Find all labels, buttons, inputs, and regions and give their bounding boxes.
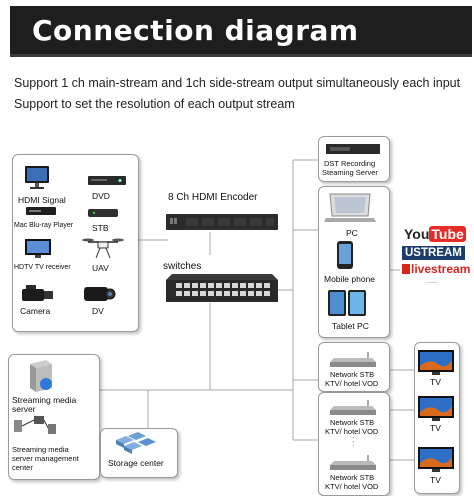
monitor-icon [25, 166, 49, 189]
label-mgmt-2: server management [12, 454, 79, 463]
tv-icon [418, 447, 454, 472]
label-streaming-server-2: server [12, 404, 36, 414]
tv-icon [418, 350, 454, 375]
streaming-server-panel [8, 354, 100, 480]
stb-ellipsis: ··· [352, 433, 355, 450]
page-title: Connection diagram [32, 14, 359, 47]
label-mgmt-3: center [12, 463, 33, 472]
mobile-phone-icon [337, 241, 353, 269]
label-uav: UAV [92, 263, 109, 273]
storage-cluster-icon [116, 432, 156, 454]
tv-receiver-icon [25, 239, 51, 258]
management-center-icon [14, 416, 56, 434]
network-stb-icon [330, 455, 376, 470]
label-switches: switches [163, 261, 202, 272]
tablet-icon [328, 290, 366, 316]
dv-camcorder-icon [84, 287, 116, 301]
youtube-you: You [404, 226, 430, 242]
stb-3-line2: KTV/ hotel VOD [325, 482, 379, 491]
tv-label-1: TV [430, 377, 441, 387]
laptop-icon [324, 193, 376, 222]
label-tablet-pc: Tablet PC [332, 321, 369, 331]
network-switch-device [166, 274, 278, 302]
camera-icon [22, 285, 53, 301]
hdmi-encoder-device [166, 214, 278, 230]
stb-3-line1: Network STB [330, 473, 375, 482]
title-bar: Connection diagram [10, 6, 472, 57]
drone-icon [82, 238, 124, 259]
server-tower-icon [30, 360, 52, 392]
label-storage-center: Storage center [108, 458, 164, 468]
tv-icon [418, 396, 454, 421]
label-bluray: Mac Blu-ray Player [14, 222, 74, 229]
label-camera: Camera [20, 306, 51, 316]
network-stb-icon [330, 400, 376, 415]
recording-server-icon [326, 144, 380, 154]
label-streaming-server-1: Streaming media [12, 395, 77, 405]
stb-1-line1: Network STB [330, 370, 375, 379]
bluray-player-icon [26, 207, 56, 215]
dst-server-panel [318, 136, 390, 182]
youtube-tube: Tube [429, 226, 466, 242]
feature-line-2: Support to set the resolution of each ou… [14, 97, 295, 111]
dvd-player-icon [88, 176, 126, 185]
stb-2-line2: KTV/ hotel VOD [325, 427, 379, 436]
more-services: ...... [426, 278, 438, 285]
network-stb-icon [330, 352, 376, 367]
label-encoder: 8 Ch HDMI Encoder [168, 192, 258, 203]
label-hdmi-signal: HDMI Signal [18, 195, 66, 205]
label-hdtv-receiver: HDTV TV receiver [14, 264, 71, 271]
label-pc: PC [346, 228, 358, 238]
tv-label-2: TV [430, 423, 441, 433]
stb-icon [88, 209, 118, 217]
tv-label-3: TV [430, 475, 441, 485]
label-stb: STB [92, 223, 109, 233]
label-dst-line1: DST Recording [324, 159, 376, 168]
stb-2-line1: Network STB [330, 418, 375, 427]
livestream-icon [402, 264, 410, 274]
stb-1-line2: KTV/ hotel VOD [325, 379, 379, 388]
label-dst-line2: Steaming Server [322, 168, 378, 177]
livestream-text: livestream [411, 262, 471, 276]
label-dv: DV [92, 306, 104, 316]
label-mobile-phone: Mobile phone [324, 274, 376, 284]
label-mgmt-1: Streaming media [12, 445, 69, 454]
livestream-logo: livestream [402, 262, 470, 276]
header-banner: Connection diagram [0, 0, 474, 62]
label-dvd: DVD [92, 191, 110, 201]
feature-line-1: Support 1 ch main-stream and 1ch side-st… [14, 76, 461, 90]
ustream-logo: USTREAM [402, 246, 465, 260]
